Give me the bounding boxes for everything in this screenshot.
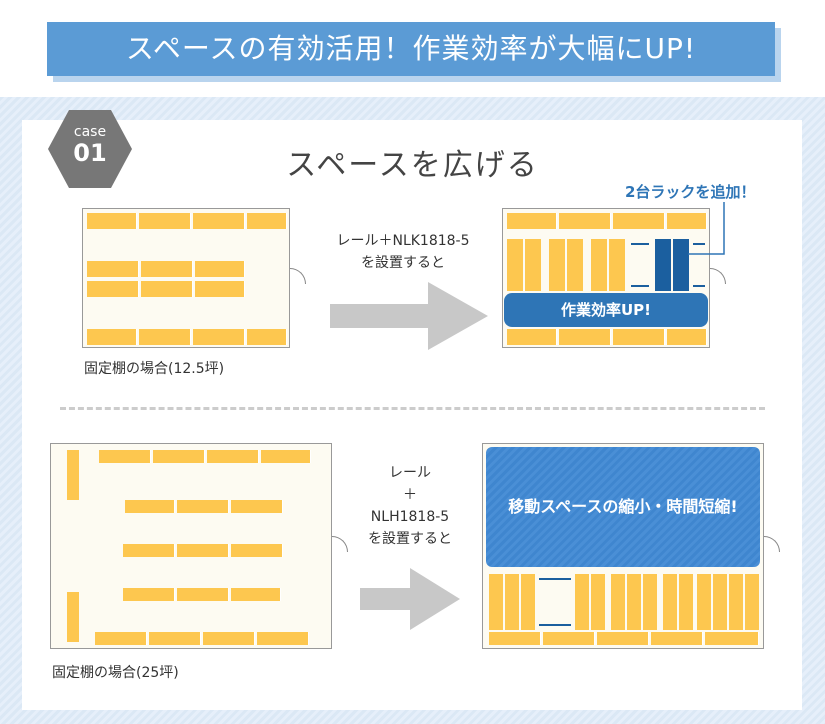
shelf-unit [123, 544, 175, 557]
mobile-rack [525, 239, 541, 291]
shelf-unit [153, 450, 205, 463]
added-racks-label: 2台ラックを追加！ [625, 183, 756, 201]
shelf-unit [247, 329, 287, 345]
section-divider [60, 407, 765, 410]
mobile-rack [609, 239, 625, 291]
arrow-label-bottom: レール ＋ NLH1818-5 を設置すると [340, 462, 480, 550]
shelf-unit [139, 213, 191, 229]
mobile-rack [713, 574, 727, 630]
shelf-unit [247, 213, 287, 229]
arrow-right-icon [330, 282, 488, 350]
arrow-label-line: NLH1818-5 [370, 509, 450, 525]
added-rack [655, 239, 671, 291]
shelf-unit [99, 450, 151, 463]
shelf-unit [67, 450, 79, 500]
page-title: スペースの有効活用！作業効率が大幅にUP! [47, 22, 775, 76]
shelf-unit [139, 329, 191, 345]
shelf-unit [257, 632, 309, 645]
shelf-unit [141, 281, 193, 297]
shelf-unit [195, 261, 245, 277]
mobile-rack [591, 239, 607, 291]
rail [693, 243, 705, 245]
mobile-rack [505, 574, 519, 630]
case-badge: case 01 [48, 110, 132, 188]
shelf-unit [667, 213, 707, 229]
shelf-unit [87, 329, 137, 345]
shelf-unit [177, 588, 229, 601]
mobile-rack [697, 574, 711, 630]
mobile-rack [745, 574, 759, 630]
arrow-label-line: ＋ [403, 487, 417, 503]
shelf-unit [193, 213, 245, 229]
arrow-right-icon [360, 568, 460, 630]
rail [539, 624, 571, 626]
shelf-unit [261, 450, 311, 463]
mobile-rack [643, 574, 657, 630]
section-title: スペースを広げる [286, 148, 539, 183]
rail [631, 243, 649, 245]
before-caption-top: 固定棚の場合(12.5坪) [84, 361, 225, 377]
before-caption-bottom: 固定棚の場合(25坪) [52, 665, 179, 681]
callout-line [688, 202, 725, 255]
case-label: case [73, 124, 107, 140]
shelf-unit [203, 632, 255, 645]
shelf-unit [177, 544, 229, 557]
rail [539, 578, 571, 580]
mobile-rack [549, 239, 565, 291]
shelf-unit [207, 450, 259, 463]
mobile-rack [575, 574, 589, 630]
arrow-label-top: レール＋NLK1818-5 を設置すると [318, 230, 488, 274]
arrow-label-line: を設置すると [361, 255, 445, 271]
mobile-rack [567, 239, 583, 291]
shelf-unit [125, 500, 175, 513]
shelf-unit [87, 281, 139, 297]
shelf-unit [613, 213, 665, 229]
mobile-rack [591, 574, 605, 630]
space-reduction-banner: 移動スペースの縮小・時間短縮! [486, 447, 760, 567]
floorplan-before-large [50, 443, 332, 649]
shelf-unit [613, 329, 665, 345]
shelf-unit [231, 544, 283, 557]
case-number: 01 [73, 139, 107, 167]
mobile-rack [663, 574, 677, 630]
mobile-rack [521, 574, 535, 630]
mobile-rack [489, 574, 503, 630]
shelf-unit [149, 632, 201, 645]
shelf-unit [507, 213, 557, 229]
shelf-unit [705, 632, 759, 645]
shelf-unit [141, 261, 193, 277]
shelf-unit [87, 261, 139, 277]
floorplan-before-small [82, 208, 290, 348]
shelf-unit [507, 329, 557, 345]
shelf-unit [489, 632, 541, 645]
shelf-unit [95, 632, 147, 645]
added-rack [673, 239, 689, 291]
rail [693, 285, 705, 287]
shelf-unit [667, 329, 707, 345]
shelf-unit [177, 500, 229, 513]
mobile-rack [679, 574, 693, 630]
shelf-unit [231, 500, 283, 513]
mobile-rack [611, 574, 625, 630]
shelf-unit [543, 632, 595, 645]
efficiency-banner: 作業効率UP! [504, 293, 708, 327]
shelf-unit [559, 329, 611, 345]
mobile-rack [507, 239, 523, 291]
shelf-unit [193, 329, 245, 345]
shelf-unit [651, 632, 703, 645]
shelf-unit [123, 588, 175, 601]
shelf-unit [231, 588, 281, 601]
shelf-unit [559, 213, 611, 229]
shelf-unit [67, 592, 79, 642]
shelf-unit [195, 281, 245, 297]
arrow-label-line: を設置すると [368, 531, 452, 547]
shelf-unit [597, 632, 649, 645]
rail [631, 285, 649, 287]
shelf-unit [87, 213, 137, 229]
arrow-label-line: レール＋NLK1818-5 [336, 233, 470, 249]
mobile-rack [729, 574, 743, 630]
floorplan-after-small [502, 208, 710, 348]
arrow-label-line: レール [389, 465, 431, 481]
mobile-rack [627, 574, 641, 630]
